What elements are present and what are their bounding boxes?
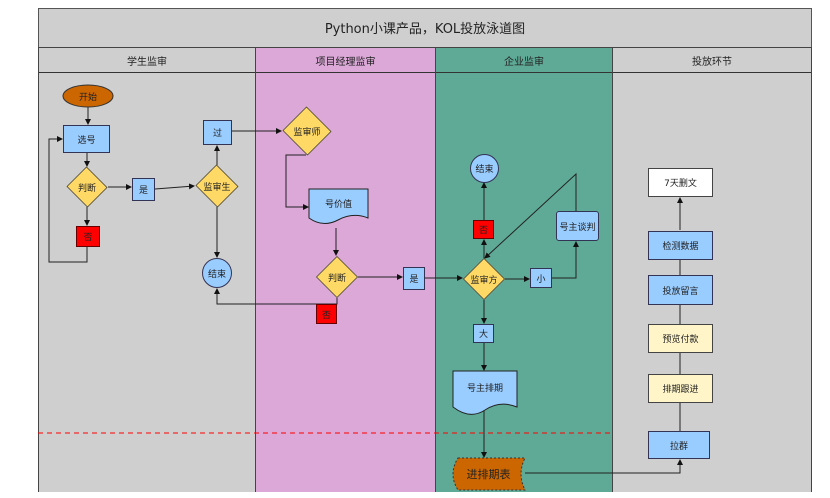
lane-header: 项目经理监审 [256, 48, 435, 73]
preview-pay-node[interactable]: 预览付款 [648, 324, 713, 353]
company-reviewer-node[interactable]: 监审方 [463, 258, 505, 300]
tape-shape [452, 457, 526, 491]
document-shape [308, 188, 369, 224]
select-node[interactable]: 选号 [63, 125, 110, 153]
pass-node[interactable]: 过 [203, 120, 232, 145]
group-node[interactable]: 拉群 [648, 431, 710, 459]
schedule-node[interactable]: 号主排期 [466, 383, 503, 394]
lane-delivery: 投放环节 [612, 48, 812, 492]
lane-header: 学生监审 [39, 48, 255, 73]
yes-node[interactable]: 是 [403, 267, 425, 290]
lane-header: 企业监审 [436, 48, 612, 73]
delete-7days-node[interactable]: 7天删文 [648, 168, 713, 197]
negotiate-node[interactable]: 号主谈判 [556, 211, 599, 241]
enter-schedule-node[interactable]: 进排期表 [466, 468, 511, 481]
value-node[interactable]: 号价值 [324, 199, 352, 210]
student-reviewer-node[interactable]: 监审生 [195, 165, 239, 207]
diagram-title: Python小课产品，KOL投放泳道图 [38, 8, 812, 48]
start-node[interactable]: 开始 [78, 92, 97, 103]
big-node[interactable]: 大 [473, 324, 494, 343]
small-node[interactable]: 小 [530, 268, 552, 288]
lane-header: 投放环节 [613, 48, 811, 73]
label: 监审师 [293, 127, 321, 138]
ellipse-shape [62, 84, 114, 108]
judge-node[interactable]: 判断 [316, 256, 358, 298]
no-node[interactable]: 否 [473, 220, 494, 239]
end-node[interactable]: 结束 [470, 154, 499, 183]
teacher-reviewer-node[interactable]: 监审师 [282, 107, 332, 155]
no-node[interactable]: 否 [76, 226, 100, 247]
check-data-node[interactable]: 检测数据 [648, 231, 713, 260]
comment-node[interactable]: 投放留言 [648, 275, 713, 305]
label: 监审生 [203, 182, 231, 193]
label: 监审方 [470, 275, 498, 286]
label: 判断 [327, 273, 346, 284]
document-shape [452, 370, 518, 415]
no-node[interactable]: 否 [316, 304, 337, 324]
follow-node[interactable]: 排期跟进 [648, 374, 713, 403]
label: 判断 [77, 183, 96, 194]
judge-node[interactable]: 判断 [66, 167, 108, 207]
end-node[interactable]: 结束 [202, 258, 232, 288]
yes-node[interactable]: 是 [132, 178, 155, 201]
